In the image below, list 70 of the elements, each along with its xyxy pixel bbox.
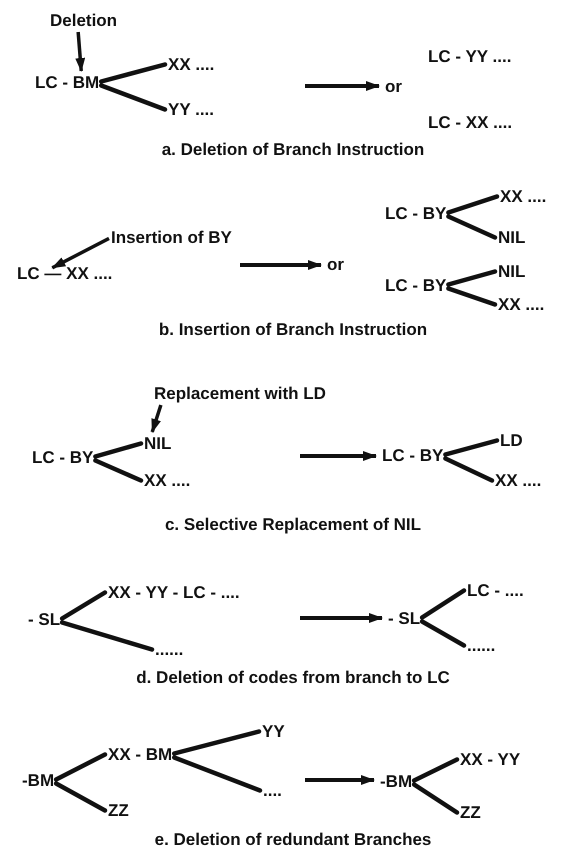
branch-line (420, 619, 466, 648)
figure-caption: a. Deletion of Branch Instruction (162, 140, 424, 160)
code-text: -BM (380, 772, 412, 791)
branch-line (446, 194, 500, 215)
code-text: YY .... (168, 100, 214, 119)
branch-line (443, 456, 494, 483)
code-text: XX .... (495, 471, 542, 490)
code-text: - SL (388, 609, 420, 628)
transform-arrow (300, 451, 377, 461)
code-text: ZZ (108, 801, 129, 820)
code-text: XX .... (498, 295, 544, 314)
branch-line (443, 438, 500, 457)
code-text: LC - BY (32, 448, 94, 467)
annotation-text: Replacement with LD (154, 384, 326, 403)
code-text: LC - BY (382, 446, 444, 465)
code-text: XX .... (500, 187, 546, 206)
figure-caption: b. Insertion of Branch Instruction (158, 320, 428, 340)
branch-line (93, 441, 144, 459)
code-text: - SL (28, 610, 60, 629)
code-text: ZZ (460, 803, 481, 822)
code-text: NIL (498, 228, 526, 247)
annotation-text: Insertion of BY (111, 228, 232, 247)
code-text: LC - BY (385, 204, 446, 223)
code-text: NIL (144, 434, 172, 453)
code-text: XX .... (144, 471, 190, 490)
figure-caption: c. Selective Replacement of NIL (164, 515, 422, 535)
code-text: YY (262, 722, 285, 741)
branch-line (54, 752, 108, 782)
transform-arrow (240, 260, 322, 270)
branch-line (60, 620, 154, 652)
leader-arrow (150, 404, 163, 433)
code-text: XX - YY (460, 750, 520, 769)
branch-line (446, 214, 498, 240)
code-text: ...... (467, 636, 496, 655)
code-text: LC - XX .... (428, 113, 512, 132)
code-text: LC - YY .... (428, 47, 512, 66)
transform-arrow (300, 613, 383, 623)
code-text: LD (500, 431, 523, 450)
transform-arrow (305, 81, 380, 91)
branch-line (412, 757, 460, 783)
code-text: XX .... (168, 55, 214, 74)
code-text: LC - BY (385, 276, 446, 295)
annotation-text: Deletion (50, 11, 118, 30)
figure-caption: d. Deletion of codes from branch to LC (136, 668, 450, 688)
leader-arrow (51, 236, 110, 270)
leader-arrow (75, 32, 86, 72)
branch-line (98, 83, 168, 112)
code-text: LC - .... (467, 581, 524, 600)
code-text: -BM (22, 771, 54, 790)
code-text: LC — XX .... (17, 264, 112, 283)
branch-line (172, 729, 262, 756)
figure-caption: e. Deletion of redundant Branches (154, 830, 432, 850)
branch-line (412, 782, 460, 815)
connective-text: or (327, 255, 344, 274)
branch-line (98, 62, 168, 84)
transform-arrow (305, 775, 375, 785)
code-text: XX - YY - LC - .... (108, 583, 240, 602)
branch-line (54, 781, 108, 813)
connective-text: or (385, 77, 402, 96)
code-text: .... (263, 781, 282, 800)
code-text: XX - BM (108, 745, 172, 764)
branch-line (60, 590, 108, 621)
branch-line (93, 458, 144, 483)
code-text: LC - BM (35, 73, 100, 92)
branch-line (172, 755, 262, 793)
branch-line (420, 588, 466, 620)
branch-line (446, 286, 498, 307)
code-text: ...... (155, 640, 184, 659)
code-text: NIL (498, 262, 526, 281)
branch-line (446, 269, 498, 287)
